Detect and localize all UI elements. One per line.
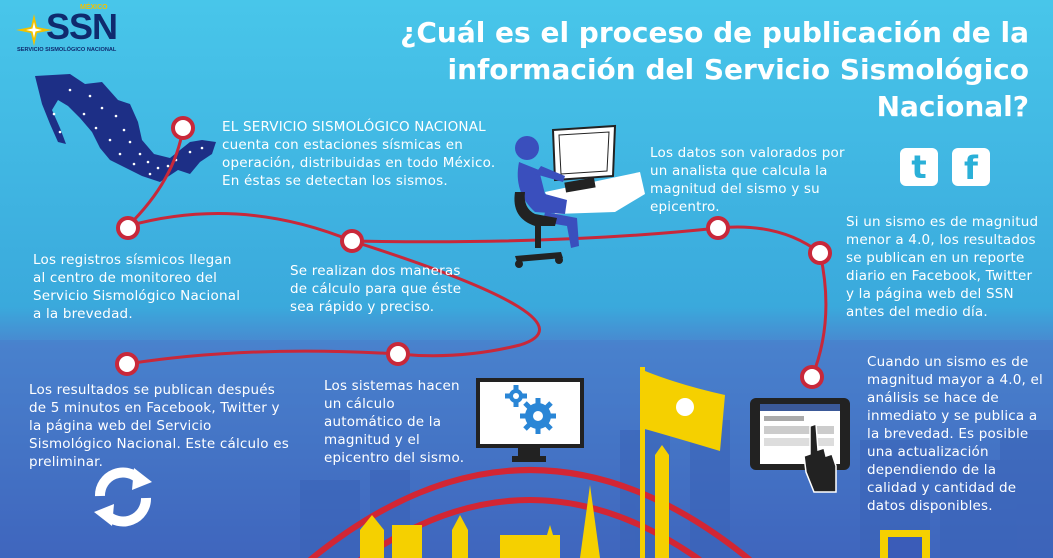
city-skyline bbox=[360, 367, 930, 558]
logo-subtitle: SERVICIO SISMOLÓGICO NACIONAL bbox=[17, 47, 117, 53]
step-6-text: Los datos son valorados por un analista … bbox=[650, 145, 845, 215]
logo-country: MÉXICO bbox=[80, 4, 108, 11]
step-2-marker bbox=[116, 216, 140, 240]
step-2-text: Los registros sísmicos llegan al centro … bbox=[33, 252, 241, 322]
twitter-icon[interactable]: t bbox=[900, 148, 938, 186]
logo-star-icon bbox=[16, 14, 52, 46]
step-7-marker bbox=[808, 241, 832, 265]
analyst-computer-icon bbox=[514, 124, 645, 268]
step-4-marker bbox=[386, 342, 410, 366]
monitor-gears-icon bbox=[476, 378, 584, 462]
step-3-marker bbox=[340, 229, 364, 253]
step-7-text: Si un sismo es de magnitud menor a 4.0, … bbox=[846, 214, 1039, 320]
step-6-marker bbox=[706, 216, 730, 240]
page-title: ¿Cuál es el proceso de publicación de la… bbox=[400, 16, 1029, 123]
step-5-text: Los resultados se publican después de 5 … bbox=[29, 382, 289, 470]
refresh-icon[interactable] bbox=[88, 462, 158, 532]
tablet-hand-icon bbox=[750, 398, 850, 493]
step-1-text: EL SERVICIO SISMOLÓGICO NACIONAL cuenta … bbox=[222, 119, 496, 189]
mexico-map-icon bbox=[35, 74, 216, 182]
step-8-marker bbox=[800, 365, 824, 389]
step-4-text: Los sistemas hacen un cálculo automático… bbox=[324, 378, 465, 466]
step-5-marker bbox=[115, 352, 139, 376]
step-8-text: Cuando un sismo es de magnitud mayor a 4… bbox=[867, 354, 1043, 514]
step-3-text: Se realizan dos maneras de cálculo para … bbox=[290, 263, 462, 315]
facebook-icon[interactable]: f bbox=[952, 148, 990, 187]
logo-name: SSN bbox=[46, 6, 118, 47]
step-1-marker bbox=[171, 116, 195, 140]
